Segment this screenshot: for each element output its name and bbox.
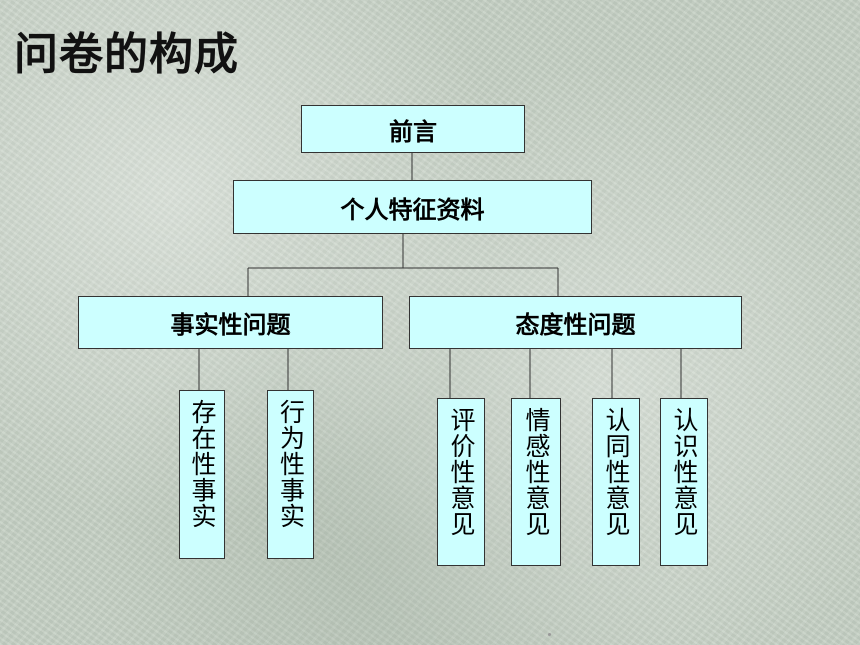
node-cognitive-opinion-label: 认识性意见 xyxy=(670,407,699,537)
node-attitude-questions: 态度性问题 xyxy=(409,296,742,349)
node-evaluative-opinion: 评价性意见 xyxy=(437,398,485,566)
node-behavioral-facts-label: 行为性事实 xyxy=(276,399,306,529)
node-existing-facts-label: 存在性事实 xyxy=(188,399,217,529)
node-emotional-opinion: 情感性意见 xyxy=(511,398,561,566)
node-personal-info-label: 个人特征资料 xyxy=(340,195,485,224)
node-preface: 前言 xyxy=(301,105,525,153)
node-preface-label: 前言 xyxy=(389,117,437,146)
node-approval-opinion: 认同性意见 xyxy=(592,398,640,566)
node-cognitive-opinion: 认识性意见 xyxy=(660,398,708,566)
page-title: 问卷的构成 xyxy=(14,29,239,80)
decorative-dot xyxy=(548,633,551,636)
node-attitude-questions-label: 态度性问题 xyxy=(515,311,636,339)
node-behavioral-facts: 行为性事实 xyxy=(267,390,314,559)
node-emotional-opinion-label: 情感性意见 xyxy=(522,407,551,537)
node-factual-questions: 事实性问题 xyxy=(78,296,383,349)
node-approval-opinion-label: 认同性意见 xyxy=(602,407,631,537)
node-factual-questions-label: 事实性问题 xyxy=(170,311,291,339)
node-existing-facts: 存在性事实 xyxy=(179,390,225,559)
node-personal-info: 个人特征资料 xyxy=(233,180,592,234)
node-evaluative-opinion-label: 评价性意见 xyxy=(447,407,476,537)
